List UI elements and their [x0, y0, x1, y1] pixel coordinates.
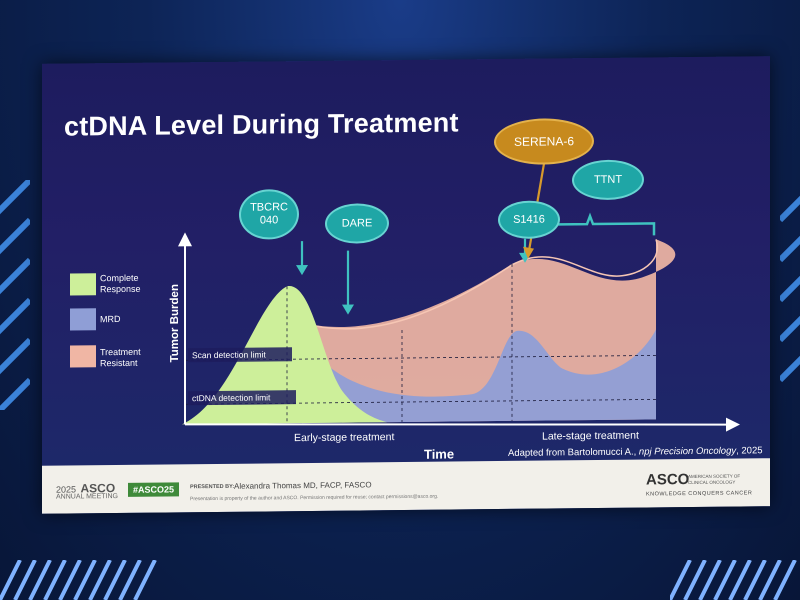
- early-stage-label: Early-stage treatment: [294, 431, 394, 444]
- resistant-area-top: [301, 239, 658, 330]
- late-stage-label: Late-stage treatment: [542, 430, 639, 443]
- legend-swatch-complete-response: [70, 273, 96, 296]
- meeting-sub: ANNUAL MEETING: [56, 493, 118, 501]
- scan-limit-label: Scan detection limit: [192, 349, 266, 360]
- stage-decoration-left: [0, 180, 30, 410]
- asco-tagline: KNOWLEDGE CONQUERS CANCER: [646, 490, 753, 498]
- projection-screen: ctDNA Level During Treatment: [42, 56, 770, 514]
- mrd-area: [302, 329, 656, 424]
- asco-logo: ASCO: [646, 471, 690, 489]
- presented-by-label: PRESENTED BY:: [190, 483, 235, 491]
- stage-decoration-right: [780, 195, 800, 383]
- citation: Adapted from Bartolomucci A., npj Precis…: [508, 445, 763, 459]
- stage-decoration-bottom-left: [0, 560, 157, 600]
- y-axis-label: Tumor Burden: [169, 284, 181, 362]
- tumor-burden-illustration: Scan detection limit ctDNA detection lim…: [169, 163, 763, 462]
- stage-decoration-bottom-right: [670, 560, 797, 600]
- slide-footer: 2025 ASCO ANNUAL MEETING #ASCO25 PRESENT…: [42, 458, 770, 514]
- legend-swatch-mrd: [70, 308, 96, 331]
- legend-label-complete-response: Complete Response: [100, 272, 141, 295]
- presenter-name: Alexandra Thomas MD, FACP, FASCO: [234, 480, 372, 491]
- legend-swatch-treatment-resistant: [70, 345, 96, 368]
- ctdna-limit-label: ctDNA detection limit: [192, 392, 271, 403]
- asco-full-name: AMERICAN SOCIETY OF CLINICAL ONCOLOGY: [688, 473, 741, 485]
- legend-label-treatment-resistant: Treatment Resistant: [100, 346, 141, 369]
- legend-label-mrd: MRD: [100, 313, 121, 325]
- permission-notice: Presentation is property of the author a…: [190, 493, 439, 503]
- x-axis-label: Time: [424, 446, 454, 461]
- hashtag-badge: #ASCO25: [128, 482, 180, 497]
